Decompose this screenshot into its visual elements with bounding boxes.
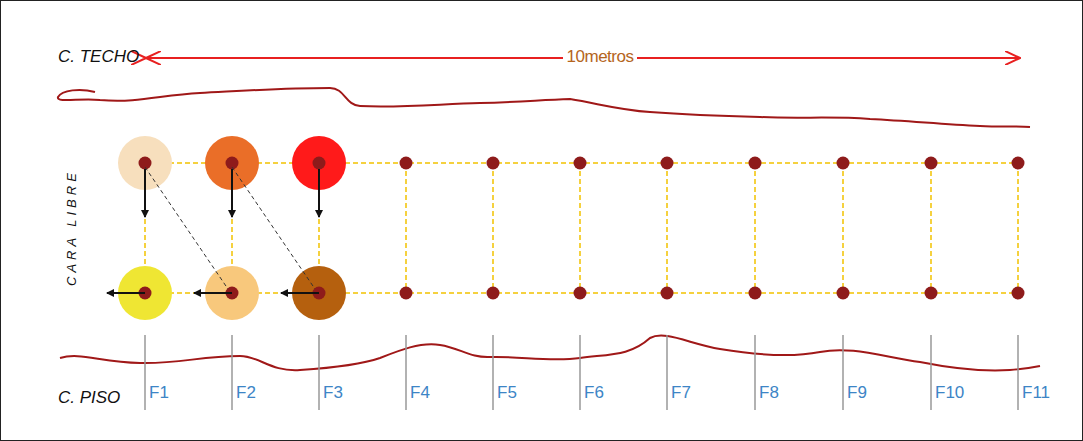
drill-grid (107, 136, 1025, 410)
grid-line (492, 163, 494, 293)
section-tick (405, 335, 407, 410)
drill-hole (313, 157, 326, 170)
drill-hole (487, 157, 500, 170)
grid-line (754, 163, 756, 293)
section-label: F1 (149, 383, 169, 403)
displacement-arrow (318, 169, 320, 217)
drill-hole (574, 157, 587, 170)
section-tick (1017, 335, 1019, 410)
section-label: F10 (935, 383, 964, 403)
section-label: F6 (584, 383, 604, 403)
displacement-arrow (107, 292, 145, 294)
drill-hole (487, 287, 500, 300)
face-label: C. TECHO (58, 47, 139, 67)
section-tick (666, 335, 668, 410)
dimension-arrow-head (146, 57, 160, 59)
drill-hole (1012, 287, 1025, 300)
section-tick (492, 335, 494, 410)
drill-hole (749, 157, 762, 170)
drill-hole (925, 157, 938, 170)
drill-hole (837, 287, 850, 300)
drill-hole (400, 157, 413, 170)
section-label: F3 (323, 383, 343, 403)
section-tick (842, 335, 844, 410)
face-label: CARA LIBRE (64, 170, 79, 287)
drill-hole (1012, 157, 1025, 170)
section-label: F4 (410, 383, 430, 403)
face-label: C. PISO (58, 388, 120, 408)
section-tick (231, 335, 233, 410)
displacement-arrow (231, 169, 233, 217)
section-tick (754, 335, 756, 410)
drill-hole (749, 287, 762, 300)
roof-contour (58, 88, 1030, 127)
displacement-arrow (281, 292, 319, 294)
grid-line (666, 163, 668, 293)
drill-hole (661, 157, 674, 170)
section-label: F2 (236, 383, 256, 403)
sequence-line (145, 167, 228, 289)
section-label: F7 (671, 383, 691, 403)
sequence-line (232, 167, 315, 289)
grid-line (579, 163, 581, 293)
grid-line (842, 163, 844, 293)
grid-line (930, 163, 932, 293)
dimension-label: 10metros (563, 47, 638, 67)
drill-hole (837, 157, 850, 170)
section-tick (930, 335, 932, 410)
displacement-arrow (194, 292, 232, 294)
floor-contour (60, 336, 1040, 371)
drill-hole (574, 287, 587, 300)
drill-hole (400, 287, 413, 300)
section-tick (318, 335, 320, 410)
section-label: F5 (497, 383, 517, 403)
drill-hole (925, 287, 938, 300)
section-tick (579, 335, 581, 410)
grid-line (405, 163, 407, 293)
grid-line (1017, 163, 1019, 293)
section-label: F8 (759, 383, 779, 403)
displacement-arrow (144, 169, 146, 217)
drill-hole (661, 287, 674, 300)
section-tick (144, 335, 146, 410)
section-label: F9 (847, 383, 867, 403)
section-label: F11 (1022, 383, 1050, 403)
